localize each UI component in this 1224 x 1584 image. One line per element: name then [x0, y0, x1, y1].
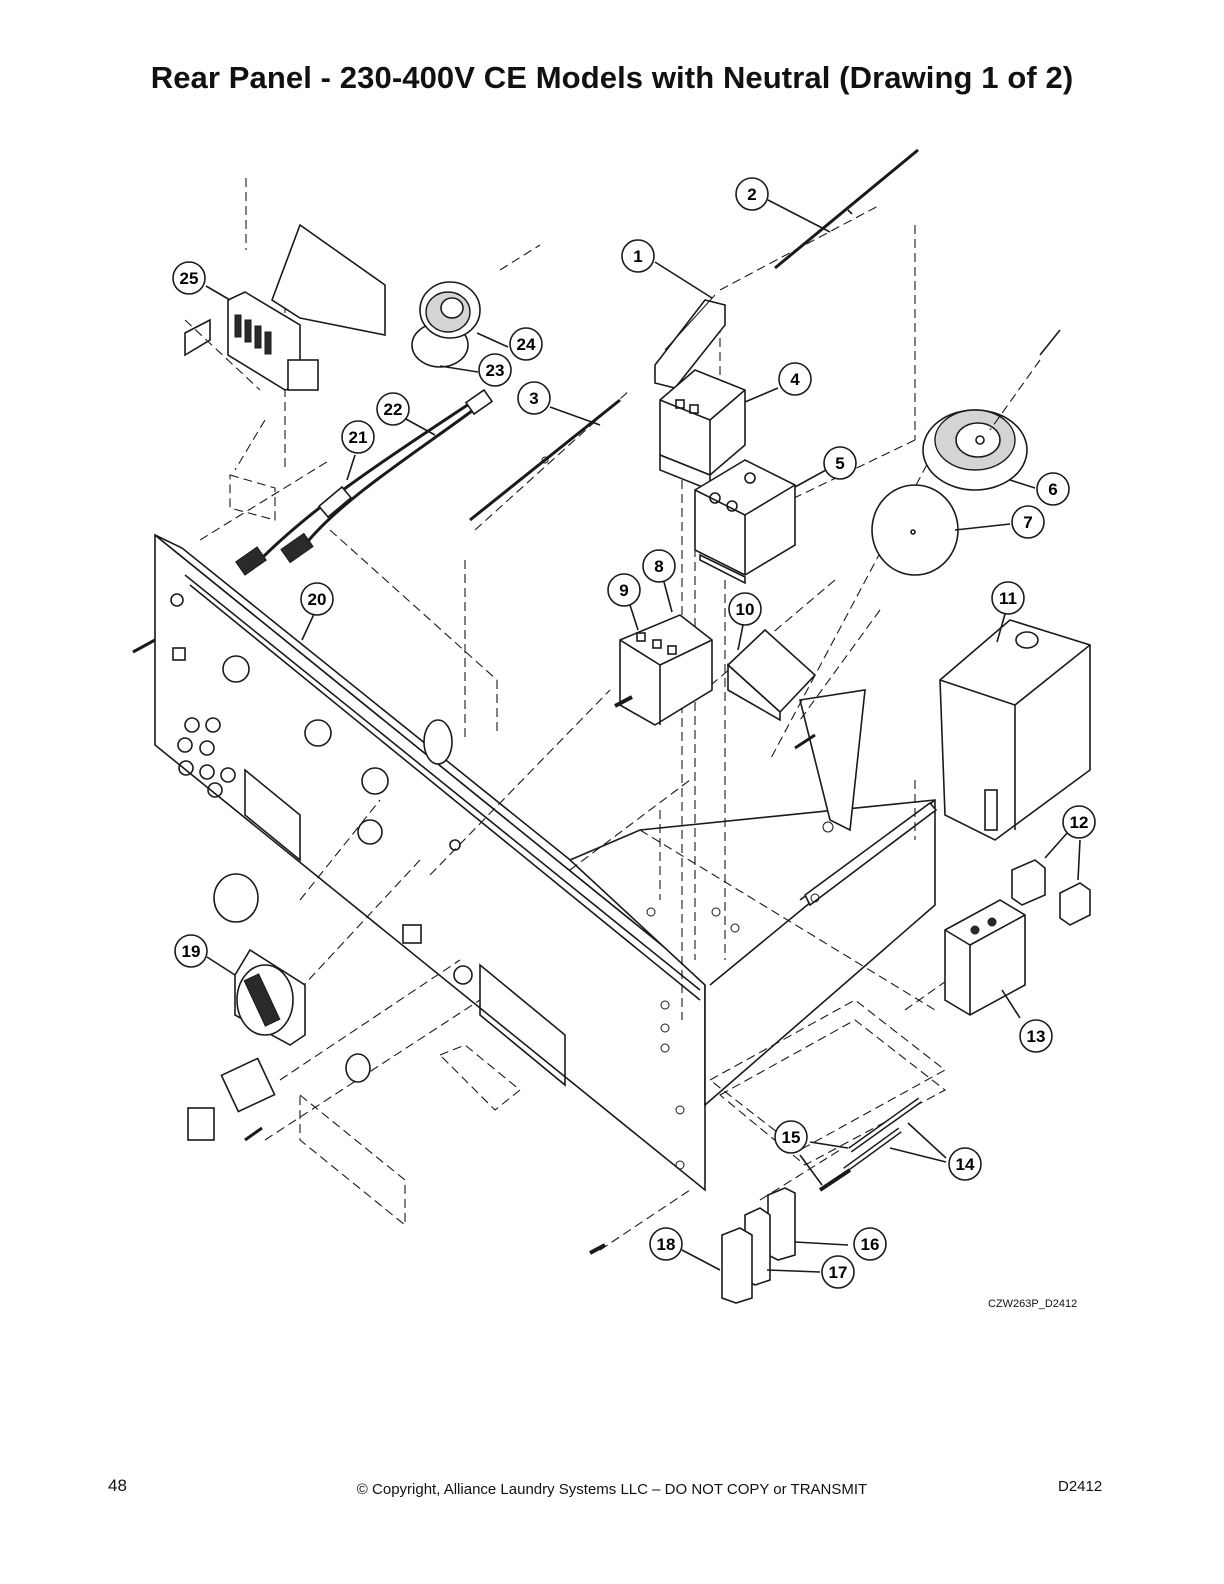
callout-10: 10: [728, 592, 762, 626]
callout-label: 10: [736, 600, 755, 619]
callout-18: 18: [649, 1227, 683, 1261]
callout-label: 5: [835, 454, 844, 473]
callout-7: 7: [1011, 505, 1045, 539]
callout-19: 19: [174, 934, 208, 968]
callout-label: 21: [349, 428, 368, 447]
callout-5: 5: [823, 446, 857, 480]
page-title: Rear Panel - 230-400V CE Models with Neu…: [150, 60, 1074, 95]
callout-label: 15: [782, 1128, 801, 1147]
callout-label: 14: [956, 1155, 975, 1174]
callout-8: 8: [642, 549, 676, 583]
callout-16: 16: [853, 1227, 887, 1261]
auxiliary-contact-12: [1011, 859, 1091, 926]
page-number: 48: [108, 1476, 127, 1495]
rod-2: [774, 148, 919, 270]
terminal-strip-25: [227, 291, 319, 391]
callout-label: 1: [633, 247, 642, 266]
callout-24: 24: [509, 327, 543, 361]
callout-label: 19: [182, 942, 201, 961]
callout-label: 22: [384, 400, 403, 419]
rotary-handle-19: [234, 948, 306, 1046]
callout-label: 11: [999, 589, 1017, 608]
disc-7: [871, 484, 959, 576]
callout-22: 22: [376, 392, 410, 426]
callout-3: 3: [517, 381, 551, 415]
small-hardware: [132, 244, 816, 1255]
callout-leaders: [205, 199, 1081, 1273]
callout-9: 9: [607, 573, 641, 607]
filter-10: [726, 628, 817, 722]
document-code: D2412: [1058, 1478, 1103, 1495]
callout-label: 18: [657, 1235, 676, 1254]
callout-label: 12: [1070, 813, 1089, 832]
callout-13: 13: [1019, 1019, 1053, 1053]
callout-25: 25: [172, 261, 206, 295]
fuse-holders-14-18: [721, 1097, 922, 1304]
callout-6: 6: [1036, 472, 1070, 506]
wire-harness-21-22: [235, 388, 494, 576]
callout-11: 11: [991, 581, 1025, 615]
timer-24: [419, 281, 481, 339]
breaker-13: [944, 899, 1026, 1016]
callout-label: 20: [308, 590, 327, 609]
callout-label: 3: [529, 389, 538, 408]
enclosure-11: [939, 619, 1091, 841]
callout-14: 14: [948, 1147, 982, 1181]
callout-label: 17: [829, 1263, 848, 1282]
callout-label: 13: [1027, 1027, 1046, 1046]
callout-balloons: 1 2 3 4 5 6 7 8 9 10 11 12 13 14 15 16 1…: [172, 177, 1096, 1289]
bell-6: [922, 329, 1061, 491]
callout-label: 24: [517, 335, 536, 354]
callout-label: 25: [180, 269, 199, 288]
callout-1: 1: [621, 239, 655, 273]
callout-4: 4: [778, 362, 812, 396]
callout-label: 23: [486, 361, 505, 380]
callout-23: 23: [478, 353, 512, 387]
callout-20: 20: [300, 582, 334, 616]
contactor-5: [694, 459, 796, 585]
frame: [568, 689, 938, 1107]
callout-21: 21: [341, 420, 375, 454]
callout-17: 17: [821, 1255, 855, 1289]
callout-15: 15: [774, 1120, 808, 1154]
drawing-id: CZW263P_D2412: [988, 1298, 1078, 1310]
callout-label: 16: [861, 1235, 880, 1254]
callout-label: 7: [1023, 513, 1032, 532]
callout-label: 9: [619, 581, 628, 600]
copyright-notice: © Copyright, Alliance Laundry Systems LL…: [356, 1481, 868, 1498]
callout-label: 6: [1048, 480, 1057, 499]
callout-12: 12: [1062, 805, 1096, 839]
rod-3: [469, 398, 621, 522]
callout-2: 2: [735, 177, 769, 211]
callout-label: 4: [790, 370, 800, 389]
callout-label: 2: [747, 185, 756, 204]
callout-label: 8: [654, 557, 663, 576]
terminal-block-1: [654, 294, 726, 389]
switch-8-9: [614, 614, 713, 726]
